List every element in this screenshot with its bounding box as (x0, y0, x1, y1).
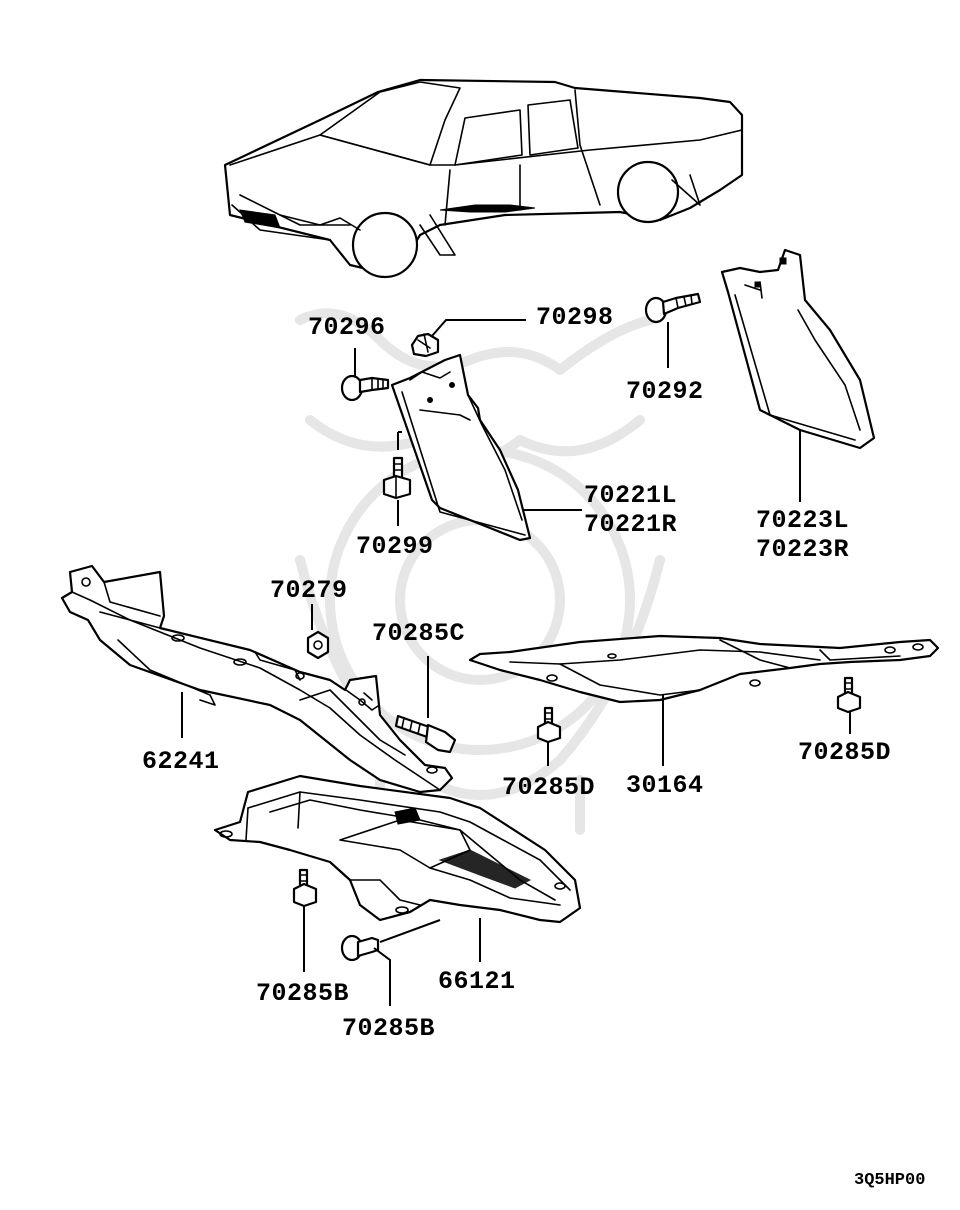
label-70285d-right: 70285D (798, 738, 891, 767)
bolt-70285d-right (836, 676, 862, 714)
diagram-code: 3Q5HP00 (854, 1171, 925, 1190)
label-70285b-upper: 70285B (256, 979, 349, 1008)
label-66121: 66121 (438, 967, 516, 996)
undercover-30164 (468, 634, 940, 704)
label-70223r: 70223R (756, 535, 849, 564)
bolt-70285b-lower (340, 934, 380, 962)
pickup-truck-overview (223, 78, 744, 279)
undercover-62241 (60, 564, 454, 794)
label-70285b-lower: 70285B (342, 1014, 435, 1043)
label-62241: 62241 (142, 747, 220, 776)
leader-lines (181, 319, 851, 1006)
label-70285d-left: 70285D (502, 773, 595, 802)
bolt-70285d-left (536, 706, 562, 744)
label-70221l: 70221L (584, 481, 677, 510)
label-70223l: 70223L (756, 506, 849, 535)
screw-70292 (644, 292, 702, 324)
bolt-70285c (394, 714, 457, 754)
label-70285c: 70285C (372, 619, 465, 648)
label-70221r: 70221R (584, 510, 677, 539)
nut-70279 (306, 630, 330, 660)
label-70292: 70292 (626, 377, 704, 406)
screw-70296 (340, 374, 390, 402)
bolt-70285b-upper (292, 868, 318, 908)
label-70279: 70279 (270, 576, 348, 605)
label-30164: 30164 (626, 771, 704, 800)
front-mudguard (390, 353, 532, 542)
label-70299: 70299 (356, 532, 434, 561)
rear-mudguard (720, 248, 876, 450)
part-labels: 70296 70298 70292 70299 70221L 70221R 70… (142, 303, 925, 1190)
skid-plate-66121 (213, 774, 582, 924)
label-70296: 70296 (308, 313, 386, 342)
bolt-70299 (382, 431, 412, 500)
label-70298: 70298 (536, 303, 614, 332)
clip-70298 (410, 332, 440, 358)
